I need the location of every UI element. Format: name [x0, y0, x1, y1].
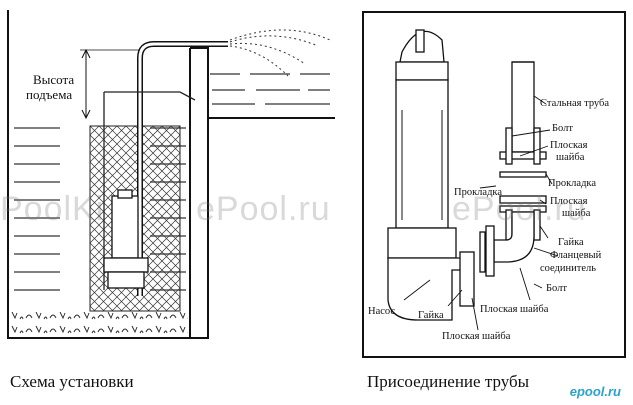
caption-installation-scheme: Схема установки [10, 372, 134, 391]
pump-body [103, 189, 149, 289]
label-flat-washer-top-1: Плоская [550, 140, 588, 151]
installation-scheme: Высота подъема [7, 10, 335, 339]
label-flat-washer-top-2: шайба [556, 152, 585, 163]
lift-height-label-2: подъема [26, 87, 72, 102]
pipe-connection-scheme: Стальная труба Болт Плоская шайба Прокла… [362, 11, 626, 358]
label-flat-washer-bottom-right: Плоская шайба [480, 304, 549, 315]
site-logo: epool.ru [569, 384, 621, 399]
label-flat-washer-mid-2: шайба [562, 208, 591, 219]
label-gasket-right: Прокладка [548, 178, 596, 189]
ground-step [189, 47, 209, 338]
pump-unit [387, 29, 475, 321]
leader-lines [403, 95, 559, 331]
label-flat-washer-mid-1: Плоская [550, 196, 588, 207]
steel-pipe [511, 61, 535, 153]
label-bolt-bottom: Болт [546, 283, 567, 294]
water-spray [229, 29, 331, 77]
label-gasket-left: Прокладка [454, 187, 502, 198]
label-pump: Насос [368, 306, 395, 317]
label-nut-bottom: Гайка [418, 310, 444, 321]
panel-frame [362, 11, 626, 358]
soil-hatch [10, 312, 188, 336]
flange-elbow [479, 211, 535, 277]
label-steel-pipe: Стальная труба [540, 98, 609, 109]
lift-height-label-1: Высота [33, 72, 74, 87]
caption-pipe-connection: Присоединение трубы [367, 372, 530, 391]
label-flat-washer-bottom: Плоская шайба [442, 331, 511, 342]
ground-wall [7, 10, 335, 339]
label-bolt-top: Болт [552, 123, 573, 134]
label-flange-connector-2: соединитель [540, 263, 596, 274]
label-nut-right: Гайка [558, 237, 584, 248]
label-flange-connector-1: Фланцевый [550, 250, 602, 261]
